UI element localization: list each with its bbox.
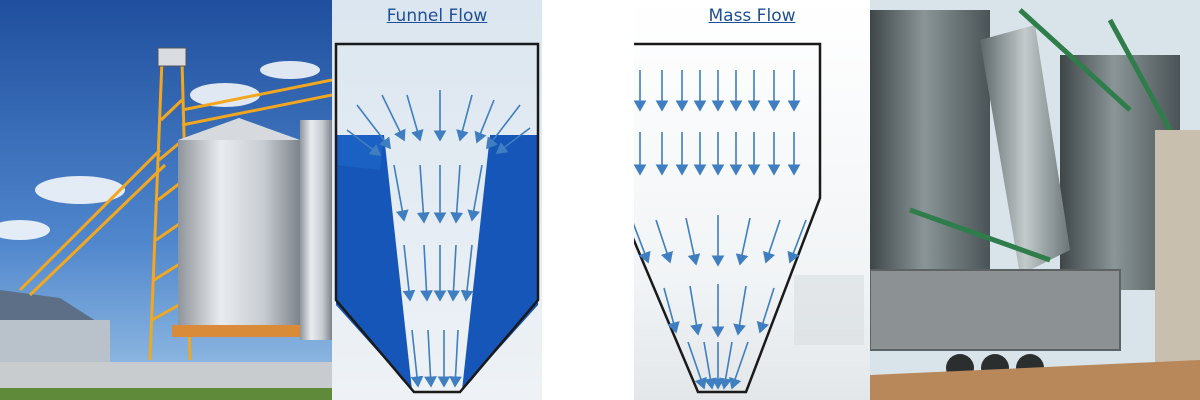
grain-trailer bbox=[870, 269, 1121, 351]
stagnant-zone-left bbox=[336, 135, 412, 390]
stagnant-zone-right bbox=[462, 135, 538, 390]
second-silo-body bbox=[300, 120, 332, 340]
clouds bbox=[0, 61, 320, 240]
green-conveyor-pipes bbox=[909, 8, 1173, 263]
funnel-hopper-outline bbox=[334, 42, 540, 394]
adjacent-building bbox=[1155, 130, 1200, 400]
spilled-grain-ground bbox=[870, 360, 1200, 400]
mass-flow-title[interactable]: Mass Flow bbox=[708, 6, 796, 26]
tilted-collapsed-silo bbox=[980, 25, 1070, 275]
funnel-flow-panel: Funnel Flow bbox=[332, 0, 542, 400]
grass bbox=[0, 388, 332, 400]
silo-base-ring bbox=[172, 325, 306, 337]
mass-flow-hopper-outline bbox=[634, 42, 822, 394]
intact-silo-illustration bbox=[0, 0, 332, 400]
mass-flow-arrows bbox=[634, 70, 807, 390]
panel-gap bbox=[542, 0, 634, 400]
tower-head bbox=[157, 47, 187, 67]
steel-silo-roof bbox=[178, 118, 300, 140]
funnel-flow-diagram bbox=[332, 0, 542, 400]
left-standing-silo bbox=[870, 10, 990, 280]
funnel-flow-arrows bbox=[346, 90, 531, 388]
collapsed-silo-illustration bbox=[870, 0, 1200, 400]
concrete-fence bbox=[0, 362, 332, 390]
steel-silo-body bbox=[178, 140, 300, 330]
funnel-flow-title[interactable]: Funnel Flow bbox=[386, 6, 488, 26]
stagnant-zone-left-highlight bbox=[336, 135, 384, 170]
faded-silo-backdrop bbox=[794, 275, 864, 345]
collapsed-silo-photo bbox=[870, 0, 1200, 400]
intact-silo-photo bbox=[0, 0, 332, 400]
mass-flow-panel: Mass Flow bbox=[634, 0, 870, 400]
mass-flow-diagram bbox=[634, 0, 870, 400]
